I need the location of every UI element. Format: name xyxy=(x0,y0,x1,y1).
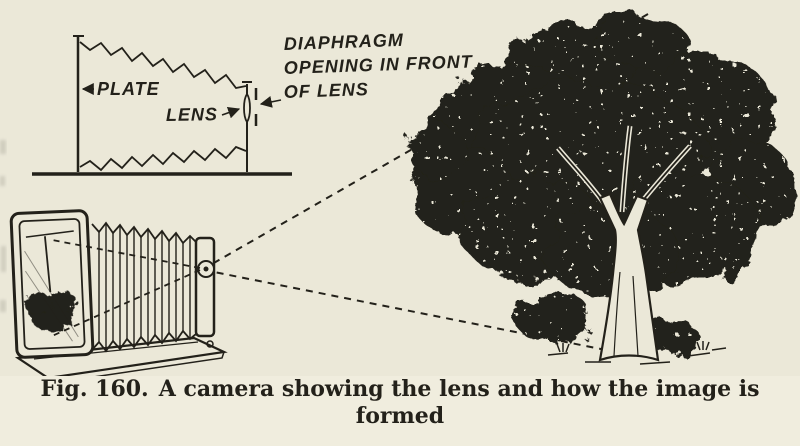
camera-image-formation-figure: PLATE LENS DIAPHRAGM OPENING IN FRONT OF… xyxy=(0,0,800,376)
paper-grain xyxy=(0,0,800,376)
figure-caption-text: A camera showing the lens and how the im… xyxy=(158,376,760,429)
figure-number: Fig. 160. xyxy=(40,376,149,402)
figure-caption: Fig. 160. A camera showing the lens and h… xyxy=(0,376,800,430)
